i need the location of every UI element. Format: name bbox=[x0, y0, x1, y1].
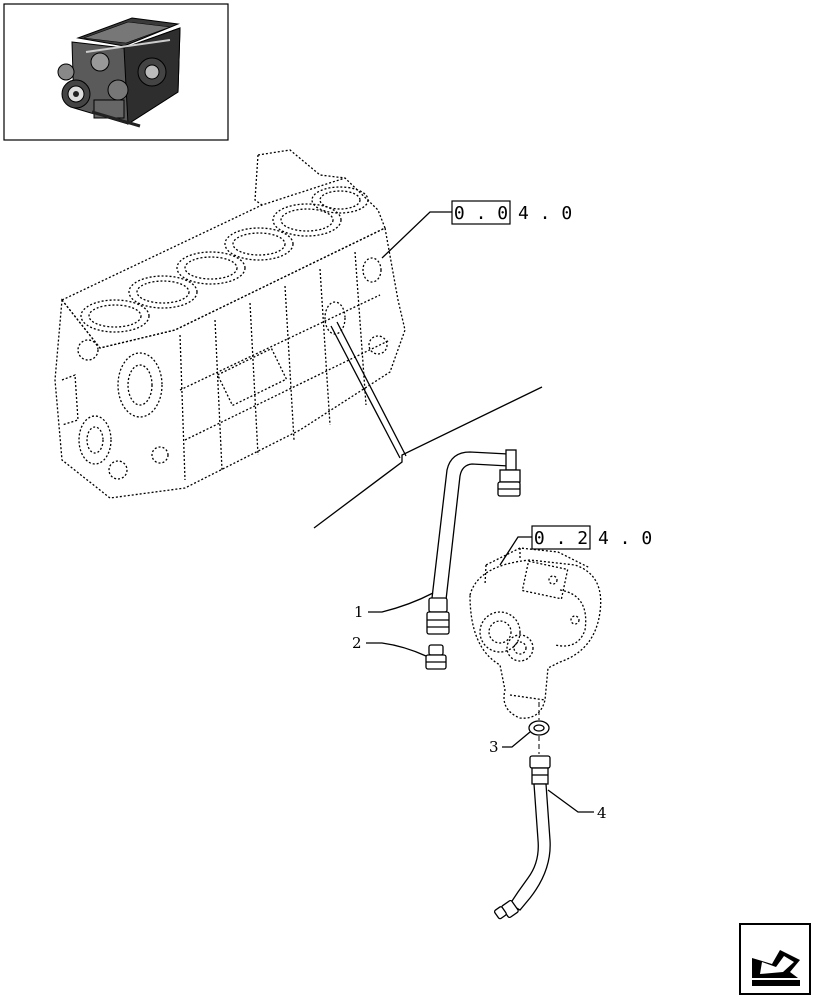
ref-engine-block-rest: 4 . 0 bbox=[518, 203, 572, 224]
ref-turbocharger[interactable]: 0 . 2 4 . 0 bbox=[499, 525, 652, 566]
callout-3[interactable]: 3 bbox=[489, 731, 531, 756]
cylinder-bores bbox=[80, 186, 369, 333]
engine-block-drawing bbox=[54, 149, 406, 499]
oil-delivery-pipe bbox=[426, 449, 521, 635]
block-ribs bbox=[179, 251, 391, 481]
oil-return-pipe bbox=[493, 755, 551, 920]
turbocharger-drawing bbox=[469, 547, 602, 719]
callout-2-number: 2 bbox=[352, 634, 362, 652]
callout-4-number: 4 bbox=[597, 804, 607, 822]
ref-turbocharger-boxed: 0 . 2 bbox=[534, 528, 588, 549]
callout-2[interactable]: 2 bbox=[352, 634, 427, 657]
next-page-arrow-icon bbox=[752, 950, 800, 986]
engine-thumbnail-icon bbox=[57, 17, 181, 128]
section-break-line bbox=[313, 321, 543, 529]
callout-1-number: 1 bbox=[354, 603, 364, 621]
gasket bbox=[528, 702, 550, 754]
ref-engine-block-boxed: 0 . 0 bbox=[454, 203, 508, 224]
callout-1[interactable]: 1 bbox=[354, 592, 434, 621]
ref-engine-block[interactable]: 0 . 0 4 . 0 bbox=[381, 200, 572, 259]
ref-turbocharger-rest: 4 . 0 bbox=[598, 528, 652, 549]
callout-3-number: 3 bbox=[489, 738, 499, 756]
callout-4[interactable]: 4 bbox=[547, 789, 607, 822]
next-page-button[interactable] bbox=[739, 923, 811, 995]
engine-thumbnail[interactable] bbox=[3, 3, 229, 141]
union-fitting bbox=[425, 644, 447, 670]
block-front-details bbox=[61, 339, 169, 480]
